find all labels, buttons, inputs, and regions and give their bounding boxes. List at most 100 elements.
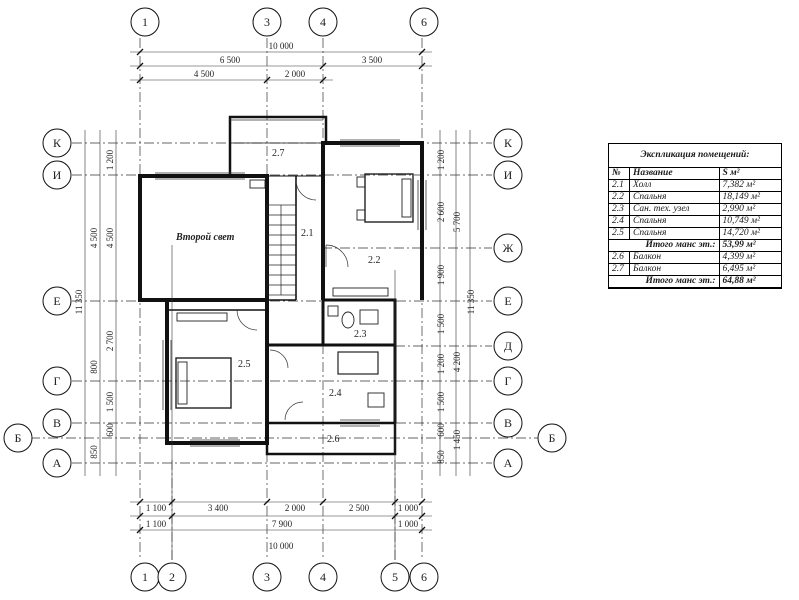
dim-top-2000: 2 000	[285, 69, 306, 79]
room-2-5: 2.5	[238, 359, 251, 370]
row-name: Холл	[629, 179, 720, 192]
axis-bottom-2: 2	[169, 570, 175, 584]
table-row: 2.1 Холл 7,382 м²	[609, 179, 781, 192]
row-area: 2,990 м²	[718, 203, 781, 216]
total-row: Итого манс эт.: 64,88 м²	[609, 275, 781, 288]
dim-left-outer: 11 350	[74, 289, 84, 314]
axis-left-b: Б	[15, 431, 22, 445]
dimension-ticks	[136, 48, 426, 534]
axis-bottom-4: 4	[320, 570, 326, 584]
row-name: Сан. тех. узел	[629, 203, 720, 216]
room-2-7: 2.7	[272, 148, 285, 159]
leader-lines	[171, 245, 396, 560]
dim-left-4500a: 4 500	[89, 227, 99, 248]
dim-right-1500b: 1 500	[436, 391, 446, 412]
room-2-1: 2.1	[301, 228, 314, 239]
subtotal-value: 53,99 м²	[718, 239, 781, 252]
dim-left-800: 800	[89, 360, 99, 374]
dim-bot-2000: 2 000	[285, 503, 306, 513]
axis-top-6: 6	[421, 15, 427, 29]
total-label: Итого манс эт.:	[609, 275, 720, 288]
explication-table: Экспликация помещений: № Название S м² 2…	[608, 143, 782, 289]
table-row: 2.7 Балкон 6,495 м²	[609, 263, 781, 276]
staircase	[266, 204, 297, 296]
room-2-3: 2.3	[354, 329, 367, 340]
table-row: 2.6 Балкон 4,399 м²	[609, 251, 781, 264]
axis-top-4: 4	[320, 15, 326, 29]
horizontal-dimensions: 10 000 6 500 3 500 4 500 2 000 1 100 3 4…	[146, 41, 419, 551]
header-num: №	[609, 168, 630, 180]
dim-bot-total: 10 000	[269, 541, 294, 551]
axis-right-b: Б	[549, 431, 556, 445]
row-area: 7,382 м²	[718, 179, 781, 192]
dim-bot-1000a: 1 000	[398, 503, 419, 513]
row-num: 2.2	[609, 191, 630, 204]
axis-bottom-1: 1	[142, 570, 148, 584]
axis-labels: 1 3 4 6 1 2 3 4 5 6 К И Е Г В Б А К И Ж …	[15, 15, 556, 584]
doors	[236, 179, 349, 421]
dim-left-850: 850	[89, 445, 99, 459]
axis-right-zh: Ж	[503, 241, 514, 255]
total-value: 64,88 м²	[718, 275, 781, 288]
windows	[155, 119, 427, 447]
row-name: Балкон	[629, 263, 720, 276]
row-name: Спальня	[629, 215, 720, 228]
row-name: Спальня	[629, 191, 720, 204]
row-name: Спальня	[629, 227, 720, 240]
dim-top-total: 10 000	[269, 41, 294, 51]
explication-title: Экспликация помещений:	[609, 144, 781, 168]
table-row: 2.4 Спальня 10,749 м²	[609, 215, 781, 228]
axis-left-k: К	[53, 136, 62, 150]
header-name: Название	[629, 168, 720, 180]
table-row: 2.2 Спальня 18,149 м²	[609, 191, 781, 204]
dim-bot-7900: 7 900	[272, 519, 293, 529]
dim-right-1200b: 1 200	[436, 353, 446, 374]
axis-left-a: А	[53, 456, 62, 470]
dim-left-600: 600	[105, 423, 115, 437]
axis-bubbles	[3, 7, 567, 592]
row-num: 2.4	[609, 215, 630, 228]
dim-left-2700: 2 700	[105, 330, 115, 351]
dim-right-2600: 2 600	[436, 201, 446, 222]
dim-right-4200: 4 200	[452, 351, 462, 372]
vertical-dimensions: 11 350 4 500 800 850 1 200 4 500 2 700 1…	[74, 149, 476, 463]
axis-left-e: Е	[53, 294, 60, 308]
subtotal-row: Итого манс эт.: 53,99 м²	[609, 239, 781, 252]
row-num: 2.6	[609, 251, 630, 264]
axis-right-i: И	[504, 168, 513, 182]
row-area: 6,495 м²	[718, 263, 781, 276]
explication-grid: № Название S м² 2.1 Холл 7,382 м² 2.2 Сп…	[609, 168, 781, 288]
dim-right-600: 600	[436, 423, 446, 437]
dim-left-1200: 1 200	[105, 149, 115, 170]
dim-right-1500a: 1 500	[436, 313, 446, 334]
axis-left-i: И	[53, 168, 62, 182]
room-second-light: Второй свет	[175, 232, 235, 243]
dim-bot-1100b: 1 100	[146, 519, 167, 529]
dim-top-4500: 4 500	[194, 69, 215, 79]
row-num: 2.7	[609, 263, 630, 276]
dim-top-6500: 6 500	[220, 55, 241, 65]
dim-right-1450: 1 450	[452, 429, 462, 450]
row-area: 10,749 м²	[718, 215, 781, 228]
axis-left-v: В	[53, 416, 61, 430]
dimension-lines	[84, 51, 471, 531]
dim-left-1500: 1 500	[105, 391, 115, 412]
axis-top-3: 3	[264, 15, 270, 29]
dim-bot-1000b: 1 000	[398, 519, 419, 529]
axis-right-e: Е	[504, 294, 511, 308]
dim-right-outer: 11 350	[466, 289, 476, 314]
row-area: 14,720 м²	[718, 227, 781, 240]
axis-right-g: Г	[505, 374, 512, 388]
row-num: 2.3	[609, 203, 630, 216]
dim-bot-2500: 2 500	[349, 503, 370, 513]
row-area: 18,149 м²	[718, 191, 781, 204]
dim-left-4500b: 4 500	[105, 227, 115, 248]
axis-right-k: К	[504, 136, 513, 150]
axis-top-1: 1	[142, 15, 148, 29]
axis-bottom-3: 3	[264, 570, 270, 584]
dim-right-1900: 1 900	[436, 264, 446, 285]
row-area: 4,399 м²	[718, 251, 781, 264]
subtotal-label: Итого манс эт.:	[609, 239, 720, 252]
axis-bottom-5: 5	[392, 570, 398, 584]
